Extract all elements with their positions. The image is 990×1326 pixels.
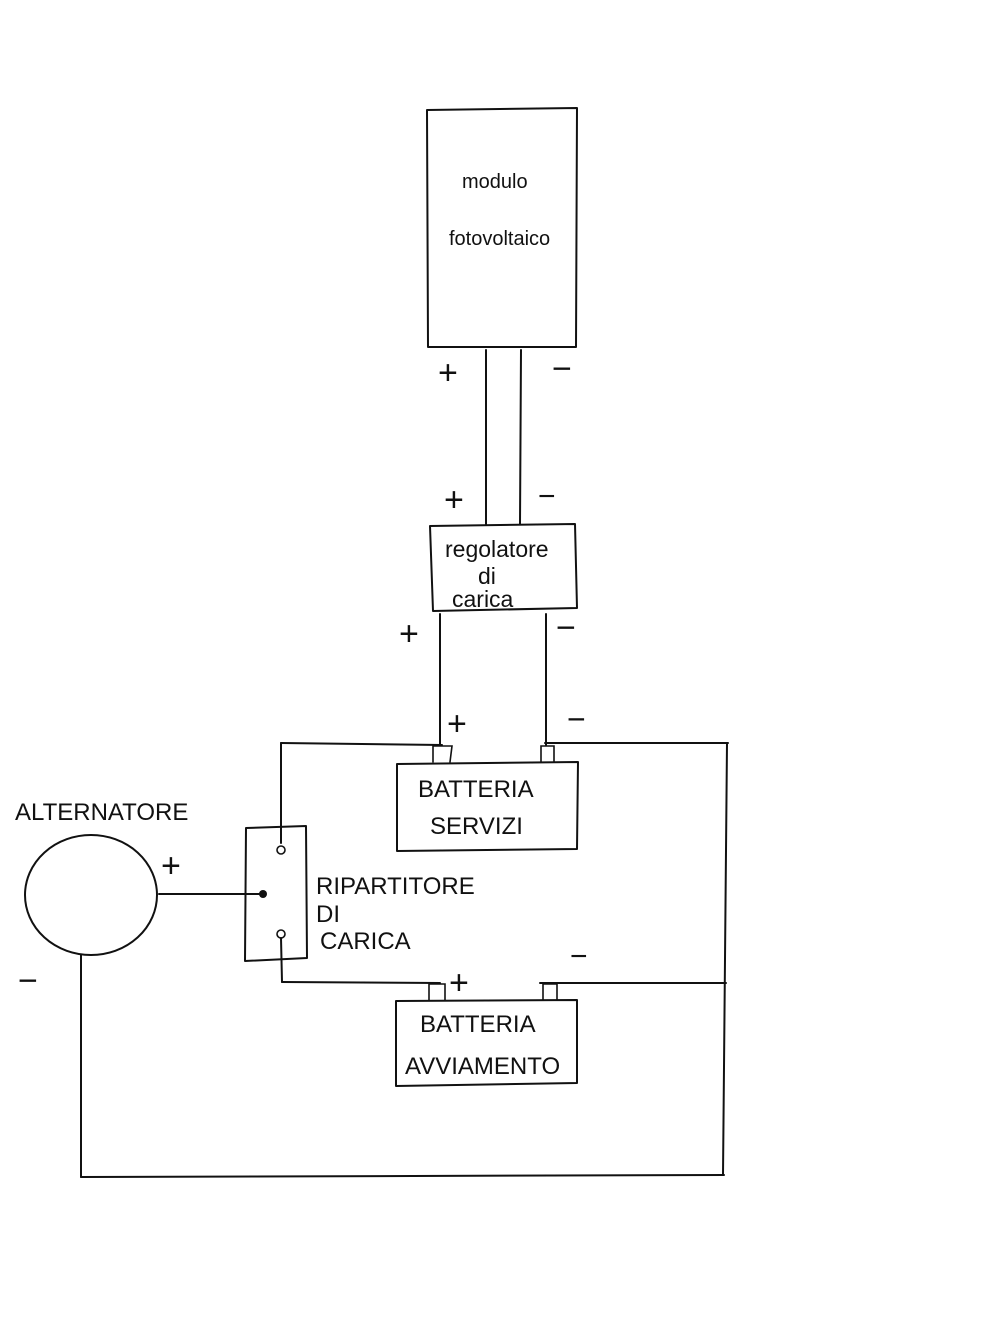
battery-services-positive-terminal	[432, 745, 453, 763]
splitter-terminal-top	[276, 845, 286, 855]
alternator-minus-sign: −	[18, 962, 38, 1000]
battery-start-minus-sign: −	[570, 940, 588, 973]
alternator-plus-sign: +	[161, 847, 181, 885]
splitter-terminal-bottom	[276, 929, 286, 939]
pv-negative-wire	[519, 349, 522, 525]
battery-services-plus-sign: +	[447, 705, 467, 743]
regulator-out-plus-sign: +	[399, 615, 419, 653]
battery-start-negative-terminal	[542, 983, 558, 1001]
battery-services-negative-terminal	[540, 745, 555, 763]
regulator-out-minus-sign: −	[556, 609, 576, 647]
battery-start-plus-sign: +	[449, 964, 469, 1002]
pv-module-box	[426, 107, 578, 348]
splitter-label-line1: RIPARTITORE	[316, 873, 475, 900]
splitter-label-line3: CARICA	[320, 928, 411, 955]
battery-services-minus-sign: −	[567, 701, 586, 737]
battery-services-box	[396, 761, 579, 852]
battery-start-label-line1: BATTERIA	[420, 1011, 536, 1038]
pv-minus-sign: −	[552, 350, 572, 388]
top-positive-bus	[280, 742, 443, 746]
alternator-circle	[24, 834, 158, 956]
alternator-label: ALTERNATORE	[15, 799, 189, 826]
regulator-label-line2: di	[478, 563, 496, 589]
regulator-in-plus-sign: +	[444, 481, 464, 519]
pv-module-label-line2: fotovoltaico	[449, 228, 551, 250]
regulator-in-minus-sign: −	[538, 480, 556, 513]
battery-services-label-line1: BATTERIA	[418, 776, 534, 803]
pv-plus-sign: +	[438, 354, 458, 392]
bottom-return-wire	[80, 1174, 725, 1178]
regulator-box	[429, 523, 578, 612]
regulator-label-line1: regolatore	[445, 536, 549, 562]
pv-module-label-line1: modulo	[462, 171, 528, 193]
battery-services-label-line2: SERVIZI	[430, 813, 523, 840]
battery-start-box	[395, 999, 578, 1087]
battery-start-positive-terminal	[428, 983, 446, 1001]
splitter-bottom-wire	[280, 937, 283, 983]
right-negative-wire	[722, 742, 728, 1176]
splitter-label-line2: DI	[316, 901, 340, 928]
battery-start-label-line2: AVVIAMENTO	[405, 1053, 561, 1080]
regulator-label-line3: carica	[452, 586, 514, 612]
bottom-positive-bus	[281, 981, 441, 984]
splitter-box	[244, 825, 308, 962]
